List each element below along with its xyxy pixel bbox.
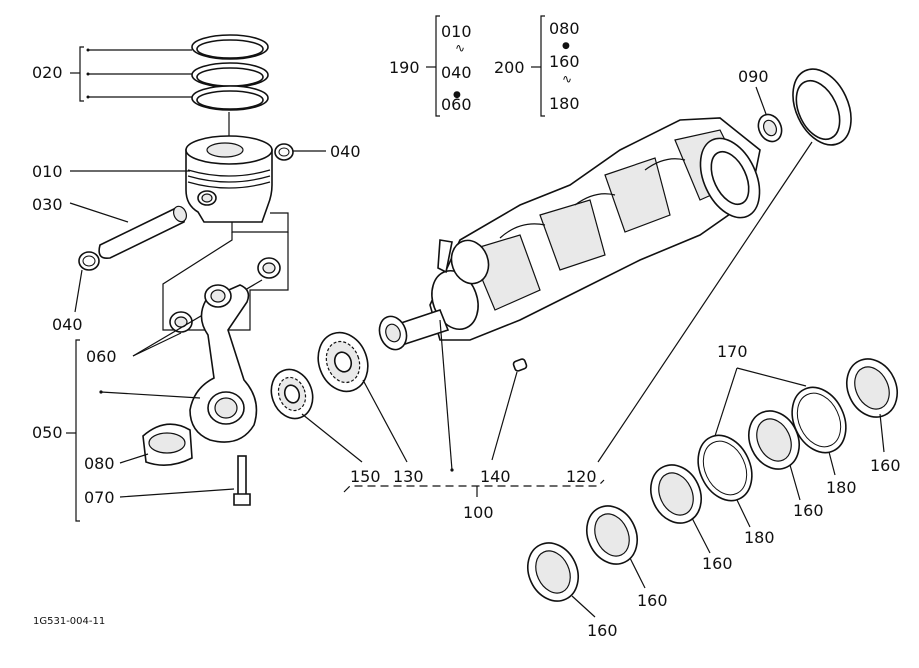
label-010: 010 (32, 162, 63, 181)
crank-nose (378, 309, 450, 351)
conrod-bracket (75, 339, 80, 522)
label-040-left: 040 (52, 315, 83, 334)
label-200: 200 (494, 58, 525, 77)
label-160-5: 160 (870, 456, 901, 475)
label-050: 050 (32, 423, 63, 442)
conrod-bearing (119, 423, 193, 466)
range-190-mid: 040 (441, 63, 472, 82)
circlip-left (74, 251, 100, 313)
diagram-code: 1G531-004-11 (33, 616, 105, 627)
label-190: 190 (389, 58, 420, 77)
label-170: 170 (717, 342, 748, 361)
main-bearing-1 (527, 542, 596, 618)
crankshaft (429, 117, 761, 341)
label-070: 070 (84, 488, 115, 507)
label-180-1: 180 (744, 528, 775, 547)
label-140: 140 (480, 467, 511, 486)
range-190-brace: ● ∿ (426, 15, 465, 117)
small-end-bushings (132, 257, 281, 357)
range-200-start: 080 (549, 19, 580, 38)
svg-text:∿: ∿ (562, 72, 572, 86)
label-160-3: 160 (702, 554, 733, 573)
thrust-washer-1 (697, 434, 753, 528)
connecting-rod (99, 284, 258, 443)
label-090: 090 (738, 67, 769, 86)
range-190-end: 060 (441, 95, 472, 114)
thrust-washer-2 (791, 386, 847, 476)
label-080: 080 (84, 454, 115, 473)
svg-text:●: ● (453, 90, 461, 100)
main-bearing-5 (846, 358, 898, 453)
oil-seal (597, 68, 852, 463)
crank-gear-130 (317, 331, 408, 463)
piston (185, 112, 273, 223)
piston-rings (191, 34, 269, 111)
label-100: 100 (463, 503, 494, 522)
label-160-2: 160 (637, 591, 668, 610)
leader-170-b (736, 367, 807, 387)
conrod-bolt (119, 455, 251, 506)
leader-100-inner (439, 319, 453, 471)
range-200-mid: 160 (549, 52, 580, 71)
leader-170-a (714, 367, 738, 437)
range-190-start: 010 (441, 22, 472, 41)
label-130: 130 (393, 467, 424, 486)
main-bearing-2 (586, 505, 646, 589)
label-020: 020 (32, 63, 63, 82)
crank-assembly-bracket (343, 479, 605, 493)
main-bearing-4 (748, 410, 801, 501)
range-200-brace: ● ∿ (531, 15, 572, 117)
range-200-end: 180 (549, 94, 580, 113)
crank-gear-150 (270, 368, 363, 463)
crank-key (491, 358, 528, 461)
svg-text:∿: ∿ (455, 41, 465, 55)
label-150: 150 (350, 467, 381, 486)
label-040-right: 040 (330, 142, 361, 161)
label-030: 030 (32, 195, 63, 214)
main-bearing-3 (650, 464, 711, 554)
pilot-bearing (755, 86, 783, 143)
circlip-right (274, 143, 326, 161)
svg-text:●: ● (562, 41, 570, 51)
label-180-2: 180 (826, 478, 857, 497)
label-160-1: 160 (587, 621, 618, 640)
ring-bracket (70, 46, 192, 102)
piston-pin (69, 202, 188, 260)
label-060: 060 (86, 347, 117, 366)
label-120: 120 (566, 467, 597, 486)
label-160-4: 160 (793, 501, 824, 520)
